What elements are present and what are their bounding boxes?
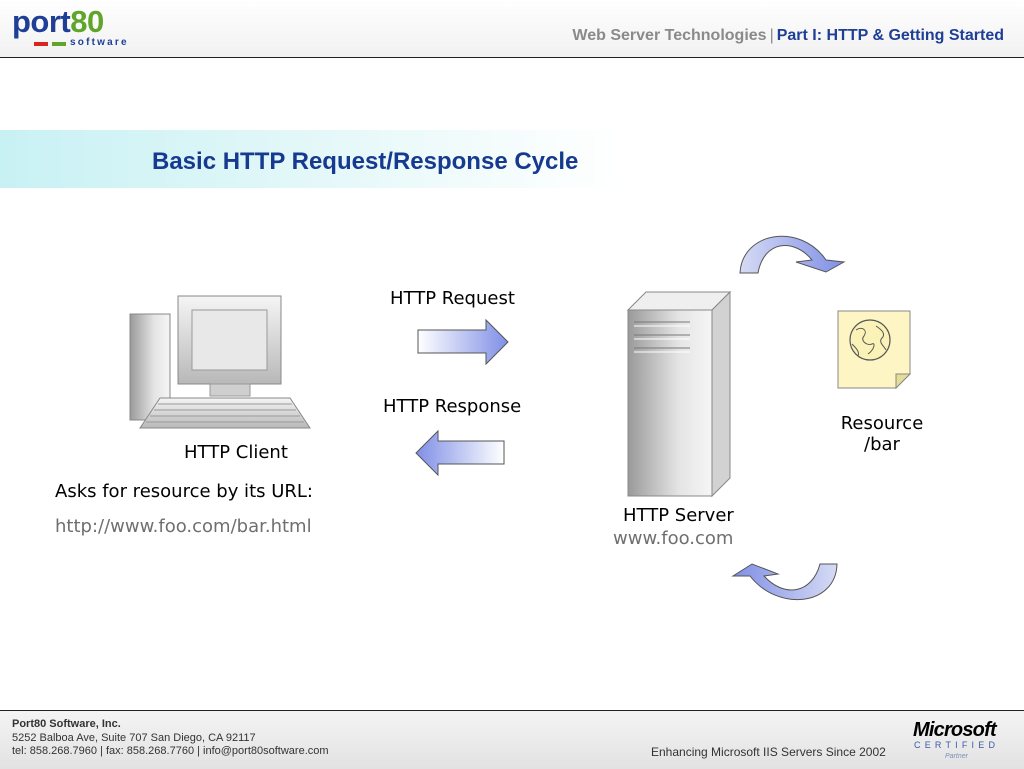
footer-address: 5252 Balboa Ave, Suite 707 San Diego, CA… xyxy=(12,732,256,744)
header-course-title: Web Server Technologies xyxy=(572,27,767,44)
globe-document-icon xyxy=(837,310,912,390)
badge-partner: Partner xyxy=(945,753,968,760)
port80-logo: port80 software xyxy=(12,4,138,50)
footer-bar: Port80 Software, Inc. 5252 Balboa Ave, S… xyxy=(0,710,1024,769)
header-part-title: Part I: HTTP & Getting Started xyxy=(776,27,1004,44)
computer-icon xyxy=(129,295,311,429)
server-label: HTTP Server xyxy=(623,505,734,526)
footer-company: Port80 Software, Inc. xyxy=(12,718,121,730)
right-arrow-icon xyxy=(417,318,509,366)
badge-word: Microsoft xyxy=(913,719,997,741)
slide-title: Basic HTTP Request/Response Cycle xyxy=(152,148,579,175)
logo-word-num: 80 xyxy=(70,4,104,39)
logo-wordmark: port80 xyxy=(12,4,104,40)
logo-word-main: port xyxy=(12,4,71,39)
request-label: HTTP Request xyxy=(390,288,515,309)
resource-label-line1: Resource xyxy=(840,413,924,434)
microsoft-certified-badge: Microsoft CERTIFIED Partner xyxy=(910,719,1010,765)
response-label: HTTP Response xyxy=(383,396,522,417)
header-separator: | xyxy=(769,27,774,44)
curved-arrow-icon xyxy=(739,235,846,274)
header-bar: port80 software Web Server Technologies|… xyxy=(0,0,1024,58)
title-band xyxy=(0,130,620,188)
client-label: HTTP Client xyxy=(184,442,288,463)
logo-subtitle: software xyxy=(70,37,129,48)
server-icon xyxy=(626,290,732,498)
logo-green-bar xyxy=(52,42,66,46)
client-note: Asks for resource by its URL: xyxy=(55,481,313,502)
resource-label: Resource /bar xyxy=(832,413,932,455)
resource-label-line2: /bar xyxy=(864,434,900,455)
footer-contact: tel: 858.268.7960 | fax: 858.268.7760 | … xyxy=(12,745,329,757)
header-title: Web Server Technologies|Part I: HTTP & G… xyxy=(572,27,1004,45)
logo-red-bar xyxy=(34,42,48,46)
left-arrow-icon xyxy=(415,429,505,477)
server-host: www.foo.com xyxy=(613,528,734,549)
badge-certified: CERTIFIED xyxy=(914,740,1000,750)
footer-tagline: Enhancing Microsoft IIS Servers Since 20… xyxy=(651,745,886,759)
client-url: http://www.foo.com/bar.html xyxy=(55,516,312,537)
curved-arrow-bottom-icon xyxy=(731,563,838,601)
